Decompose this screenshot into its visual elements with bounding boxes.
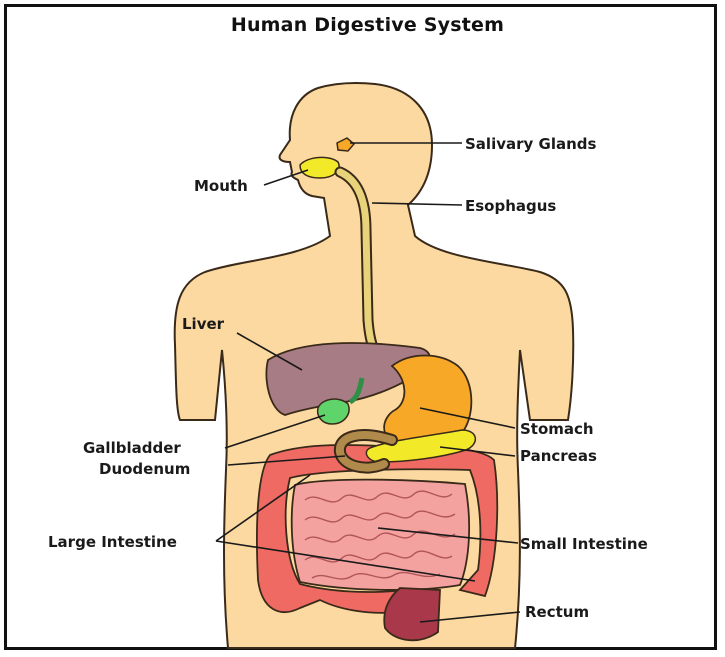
label-small-intestine: Small Intestine (520, 535, 648, 553)
label-stomach: Stomach (520, 420, 594, 438)
label-gallbladder: Gallbladder (83, 439, 181, 457)
rectum (384, 588, 440, 640)
label-rectum: Rectum (525, 603, 589, 621)
gallbladder (318, 399, 349, 424)
label-esophagus: Esophagus (465, 197, 556, 215)
label-pancreas: Pancreas (520, 447, 597, 465)
label-mouth: Mouth (194, 177, 248, 195)
label-large-intestine: Large Intestine (48, 533, 177, 551)
label-duodenum: Duodenum (99, 460, 190, 478)
label-salivary-glands: Salivary Glands (465, 135, 596, 153)
mouth-area (300, 157, 339, 178)
label-liver: Liver (182, 315, 225, 333)
